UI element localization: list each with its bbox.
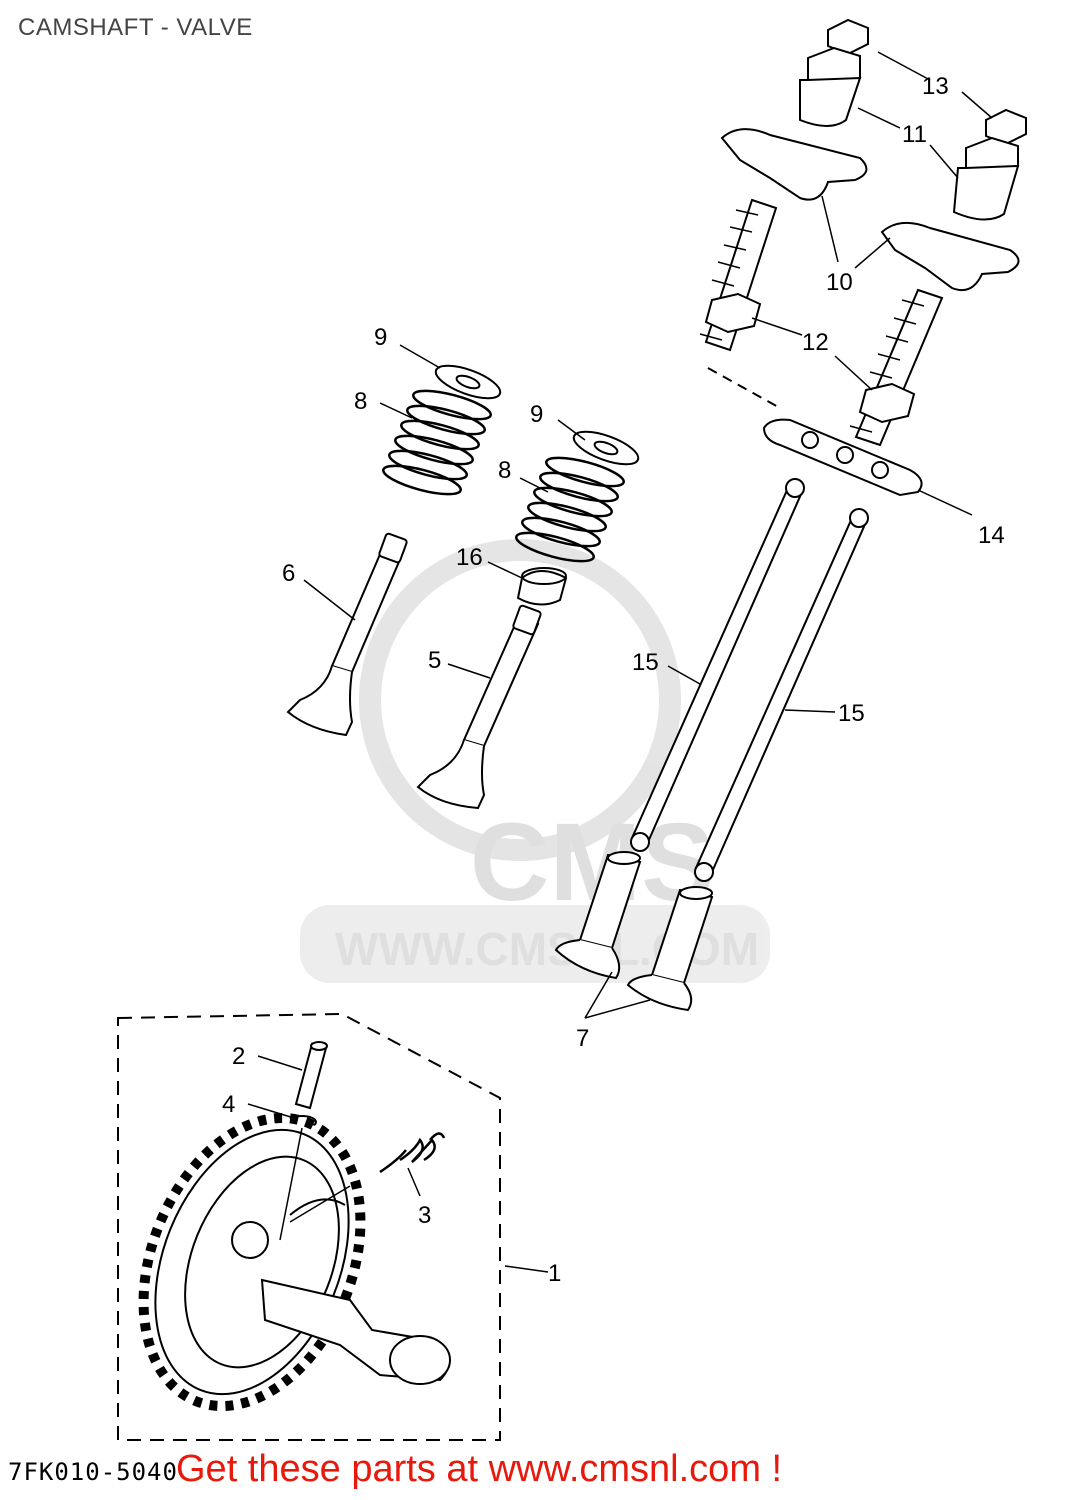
valve-spring-right — [515, 456, 625, 563]
leader-lines — [247, 51, 993, 1273]
valve-stem-seal — [516, 567, 568, 606]
callout-13: 13 — [922, 73, 949, 100]
camshaft-gear — [138, 1112, 451, 1412]
callout-4: 4 — [222, 1091, 235, 1118]
push-rod-left — [630, 478, 805, 852]
spring-retainer-left — [434, 364, 502, 400]
rocker-arm-upper — [720, 128, 868, 201]
callout-11: 11 — [902, 121, 927, 148]
callout-9-right: 9 — [530, 401, 543, 428]
nut-lower — [985, 108, 1027, 146]
callout-6: 6 — [282, 560, 295, 587]
valve-right — [416, 604, 542, 810]
push-rod-right — [694, 508, 869, 882]
tappet-left — [554, 851, 642, 980]
callout-15-right: 15 — [838, 700, 865, 727]
return-spring — [379, 1132, 446, 1174]
valve-spring-left — [382, 389, 492, 496]
callout-3: 3 — [418, 1202, 431, 1229]
adjuster-upper — [799, 46, 862, 127]
rocker-arm-lower — [880, 221, 1020, 292]
callout-7: 7 — [576, 1025, 589, 1052]
cta-link[interactable]: Get these parts at www.cmsnl.com ! — [176, 1448, 783, 1490]
pin — [294, 1041, 328, 1110]
callout-12: 12 — [802, 329, 829, 356]
nut-upper — [827, 18, 869, 56]
guide-plate — [707, 367, 923, 497]
callout-8-right: 8 — [498, 457, 511, 484]
diagram-code: 7FK010-5040 — [8, 1458, 178, 1486]
callout-16: 16 — [456, 544, 483, 571]
page-title: CAMSHAFT - VALVE — [18, 14, 253, 41]
rocker-stud-left — [699, 198, 778, 352]
callouts: 1 2 3 4 5 6 7 8 8 9 9 10 11 12 13 14 15 … — [222, 73, 1005, 1287]
rocker-stud-right — [849, 288, 944, 447]
callout-15-left: 15 — [632, 649, 659, 676]
callout-8-left: 8 — [354, 388, 367, 415]
callout-10: 10 — [826, 269, 853, 296]
callout-2: 2 — [232, 1043, 245, 1070]
camshaft-assembly-boundary — [117, 1012, 501, 1441]
tappet-right — [626, 886, 714, 1012]
callout-5: 5 — [428, 647, 441, 674]
callout-9-left: 9 — [374, 324, 387, 351]
callout-1: 1 — [548, 1260, 561, 1287]
valve-left — [286, 532, 408, 737]
adjuster-lower — [952, 136, 1020, 221]
spring-retainer-right — [572, 430, 640, 466]
callout-14: 14 — [978, 522, 1005, 549]
